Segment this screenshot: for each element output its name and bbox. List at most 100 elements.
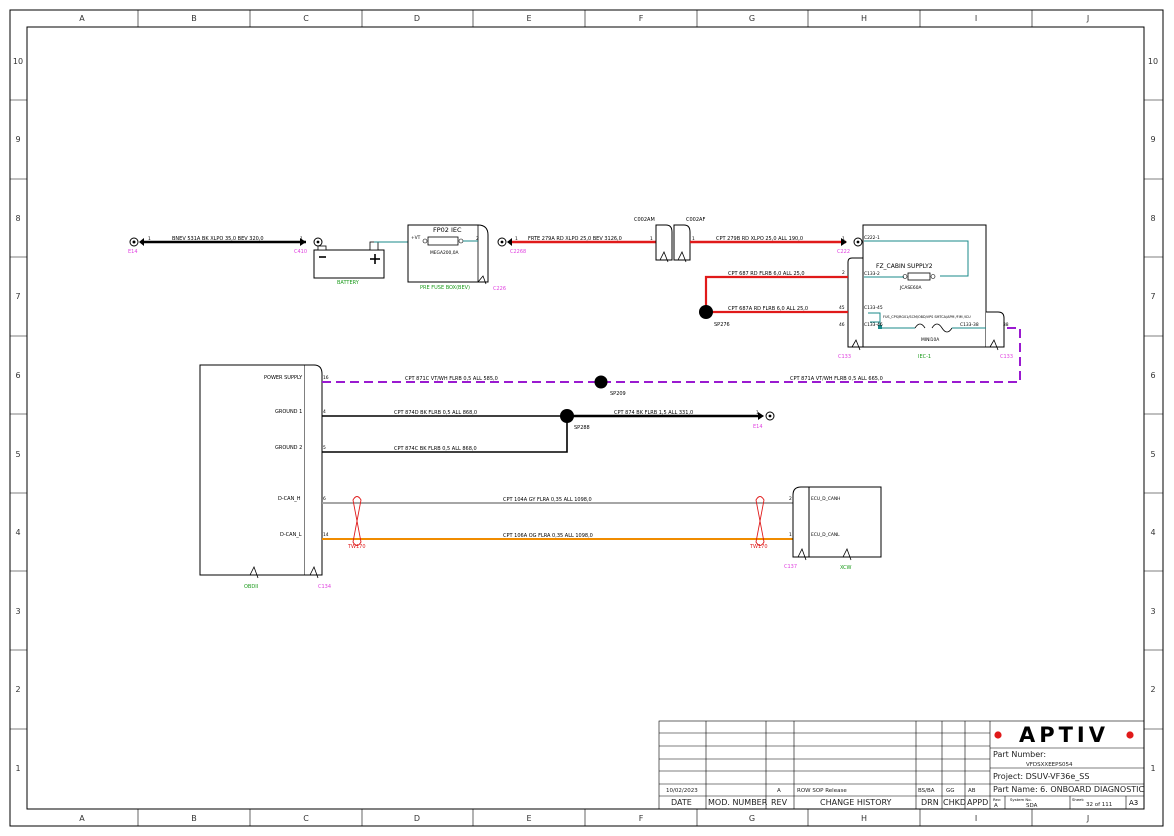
wire-cpt-874c: [322, 416, 568, 453]
label-tw170-right: TW170: [749, 544, 768, 550]
label-c137: C137: [784, 564, 797, 570]
label-c002am: C002AM: [634, 217, 655, 223]
label-obdii: OBDII: [244, 584, 258, 590]
label-c133-46: C133-46: [864, 322, 883, 328]
row-appd: AB: [968, 788, 976, 794]
wire-label-cpt-106a: CPT 106A OG FLRA 0,35 ALL 1098,0: [503, 533, 593, 539]
row-4-left: 4: [15, 528, 20, 537]
label-c002af: C002AF: [686, 217, 705, 223]
pin-1h: 1: [789, 532, 792, 538]
row-change: ROW SOP Release: [797, 788, 847, 794]
header-date: DATE: [671, 798, 692, 807]
ground-e14-right: [765, 411, 775, 421]
label-prefuse-box: PRE FUSE BOX(BEV): [420, 285, 470, 291]
col-i-top: I: [975, 14, 977, 23]
label-fp02-iec: FP02 IEC: [433, 226, 462, 234]
part-number-label: Part Number:: [993, 750, 1046, 759]
row-10-left: 10: [13, 57, 23, 66]
pin-45: 45: [839, 305, 845, 311]
label-jcase60a: JCASE60A: [899, 285, 922, 291]
title-block-grid: [658, 720, 1145, 810]
part-number-value: VFDSXXEEPS054: [1026, 762, 1073, 768]
label-c2268: C2268: [510, 249, 526, 255]
row-6-right: 6: [1150, 371, 1155, 380]
row-date: 10/02/2023: [666, 788, 698, 794]
label-c133-38: C133-38: [960, 322, 979, 328]
inner-border: [26, 26, 1145, 810]
col-d-top: D: [414, 14, 420, 23]
wire-label-cpt-874d: CPT 874D BK FLRB 0,5 ALL 868,0: [394, 410, 477, 416]
label-xcw: XCW: [840, 565, 852, 571]
row-2-left: 2: [15, 685, 20, 694]
row-9-left: 9: [15, 135, 20, 144]
pin-1f: 1: [842, 236, 845, 242]
label-fz-cabin-supply2: FZ_CABIN SUPPLY2: [876, 263, 933, 270]
wire-cpt-871: [322, 327, 1021, 383]
pin-2: 2: [476, 236, 479, 242]
wire-label-cpt-874: CPT 874 BK FLRB 1,5 ALL 331,0: [614, 410, 693, 416]
twist-tw170-left: [352, 496, 362, 546]
label-e14-left: E14: [128, 249, 138, 255]
header-appd: APPD: [967, 798, 988, 807]
twist-tw170-right: [755, 496, 765, 546]
wire-label-cpt-687a: CPT 687A RD FLRB 6,0 ALL 25,0: [728, 306, 808, 312]
pin-1b: 1: [300, 236, 303, 242]
row-rev: A: [777, 788, 781, 794]
col-i-bottom: I: [975, 814, 977, 823]
label-iec-1: IEC-1: [918, 354, 931, 360]
label-ecu-d-canl: ECU_D_CANL: [811, 532, 840, 538]
row-1-left: 1: [15, 764, 20, 773]
header-change-history: CHANGE HISTORY: [820, 798, 892, 807]
wire-label-cpt-874c: CPT 874C BK FLRB 0,5 ALL 868,0: [394, 446, 477, 452]
wire-label-bnev-531a: BNEV 531A BK XLPO 35,0 BEV 320,0: [172, 236, 264, 242]
ground-e14-left: [129, 237, 144, 247]
wire-label-cpt-104a: CPT 104A GY FLRA 0,35 ALL 1098,0: [503, 497, 592, 503]
row-3-left: 3: [15, 607, 20, 616]
system-value: SDA: [1026, 803, 1038, 809]
col-e-bottom: E: [526, 814, 531, 823]
header-chkd: CHKD: [943, 798, 966, 807]
column-letters: A B C D E F G H I J A B C D E F G H I J: [79, 14, 1089, 823]
label-mega200: MEGA200,0A: [430, 250, 459, 256]
part-name-label: Part Name: 6. ONBOARD DIAGNOSTIC: [993, 785, 1145, 794]
pin-4: 4: [323, 409, 326, 415]
wire-label-cpt-687: CPT 687 RD FLRB 6,0 ALL 25,0: [728, 271, 805, 277]
label-d-can-l: D-CAN_L: [280, 532, 302, 538]
row-drn: BS/BA: [918, 788, 935, 794]
c2268-terminal: [497, 237, 507, 247]
row-chkd: GG: [946, 788, 955, 794]
row-10-right: 10: [1148, 57, 1158, 66]
wire-label-cpt-279b: CPT 279B RD XLPO 25,0 ALL 190,0: [716, 236, 803, 242]
obd-connector: [199, 364, 323, 579]
brand-dot-left: [994, 731, 1002, 739]
col-g-top: G: [749, 14, 755, 23]
wire-cpt-687: [704, 275, 848, 312]
row-2-right: 2: [1150, 685, 1155, 694]
row-8-left: 8: [15, 214, 20, 223]
outer-border: [9, 9, 1164, 827]
label-power-supply: POWER SUPPLY: [264, 375, 303, 381]
pin-16: 16: [323, 375, 329, 381]
col-j-top: J: [1086, 14, 1089, 23]
label-ground-1: GROUND 1: [275, 409, 302, 415]
col-a-bottom: A: [79, 814, 85, 823]
label-sp209: SP209: [610, 391, 626, 397]
pin-1c: 1: [515, 236, 518, 242]
rev-value: A: [994, 803, 998, 809]
battery-symbol: [313, 241, 385, 279]
header-mod-number: MOD. NUMBER: [708, 798, 768, 807]
col-h-top: H: [861, 14, 867, 23]
label-tw170-left: TW170: [347, 544, 366, 550]
header-rev: REV: [771, 798, 788, 807]
sheet-label: Sheet:: [1072, 797, 1084, 802]
wire-label-cpt-871c: CPT 871C VT/WH FLRB 0,5 ALL 585,0: [405, 376, 498, 382]
row-6-left: 6: [15, 371, 20, 380]
label-fus-obd: FUS_CPS/RG01/SCM/OBD/VPS SMTCA/APM /FIM …: [883, 315, 971, 319]
label-c410: C410: [294, 249, 307, 255]
pin-38: 38: [1003, 322, 1009, 328]
col-c-bottom: C: [303, 814, 309, 823]
c222-terminal: [853, 237, 863, 247]
row-5-right: 5: [1150, 450, 1155, 459]
col-b-bottom: B: [191, 814, 197, 823]
col-c-top: C: [303, 14, 309, 23]
